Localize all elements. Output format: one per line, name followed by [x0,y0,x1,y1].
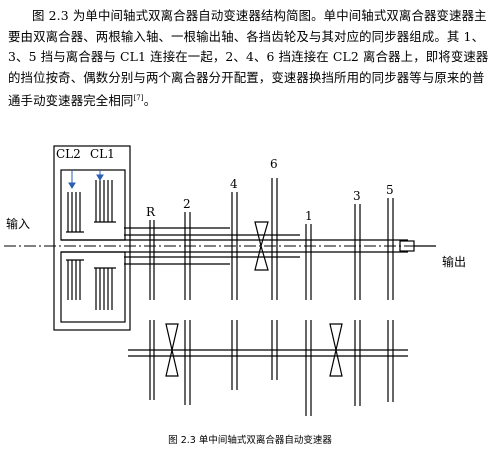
synchronizer-main [254,221,269,271]
cl1-plates-lower [94,267,116,310]
gear-3 [354,204,361,406]
body-paragraph: 图 2.3 为单中间轴式双离合器自动变速器结构简图。单中间轴式双离合器变速器主要… [8,6,494,112]
label-input: 输入 [6,216,30,231]
label-gear-2: 2 [183,197,191,211]
cl2-plates-upper [66,192,84,233]
paragraph-text: 图 2.3 为单中间轴式双离合器自动变速器结构简图。单中间轴式双离合器变速器主要… [8,6,494,112]
paragraph-end-punct: 。 [143,93,157,109]
label-cl1: CL1 [90,147,115,161]
clutch-frame-lower [60,251,126,323]
clutch-arrows [68,170,104,189]
label-gear-1: 1 [305,209,313,223]
gear-r [149,220,155,400]
gear-6 [271,178,278,380]
gear-2 [184,212,191,405]
gear-1 [305,224,312,416]
synchronizer-left [165,323,179,377]
figure-caption: 图 2.3 单中间轴式双离合器自动变速器 [168,435,332,446]
clutch-frame-upper [60,169,126,241]
label-gear-4: 4 [230,177,238,191]
label-gear-5: 5 [386,183,394,197]
transmission-diagram: CL2 CL1 输入 输出 R 2 4 6 1 3 5 [4,145,466,416]
gear-4 [231,192,238,390]
housing-outline [53,145,131,331]
gear-5 [387,198,394,402]
label-cl2: CL2 [56,147,81,161]
label-gear-3: 3 [353,189,361,203]
cl1-plates-upper [94,180,116,223]
cl2-plates-lower [66,259,84,300]
citation-ref: [7] [133,94,144,102]
label-gear-6: 6 [270,157,278,171]
label-output: 输出 [442,254,466,269]
synchronizer-right [329,323,343,377]
input-shafts [61,227,408,265]
paragraph-main-text: 图 2.3 为单中间轴式双离合器自动变速器结构简图。单中间轴式双离合器变速器主要… [8,8,489,109]
label-gear-r: R [146,205,156,219]
